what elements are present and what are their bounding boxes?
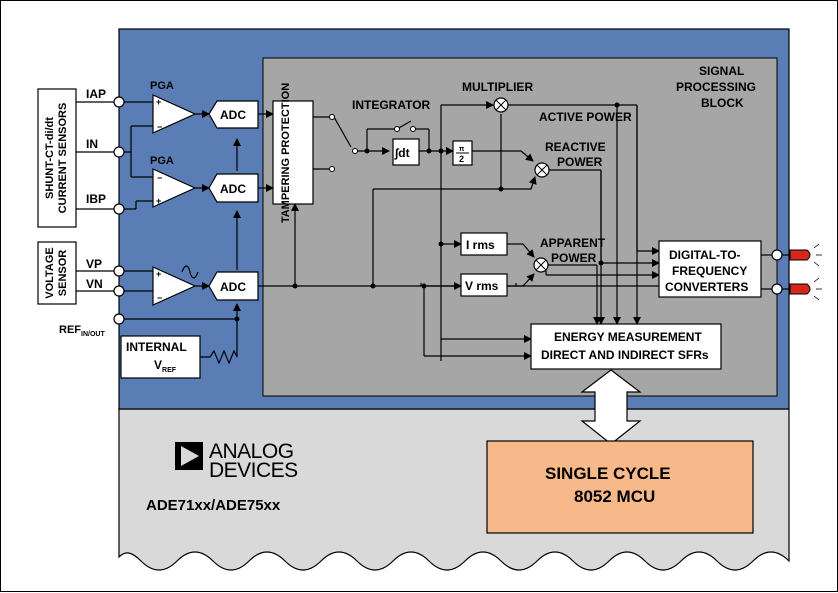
pga-signs: + − − + + −	[156, 97, 162, 303]
energy-measurement-box	[530, 323, 722, 370]
pga-label-2: PGA	[150, 155, 174, 167]
vref-label: VREF	[154, 358, 177, 374]
sine-symbol	[181, 265, 199, 279]
junction-dots	[234, 102, 620, 322]
svg-text:+: +	[156, 196, 161, 206]
spb-label-2: PROCESSING	[676, 80, 756, 94]
svg-text:−: −	[157, 122, 162, 132]
internal-label: INTERNAL	[126, 340, 187, 354]
apparent-power-label-2: POWER	[551, 251, 597, 265]
pin-iap: IAP	[86, 87, 106, 101]
vrms-label: V rms	[465, 279, 499, 293]
mcu-label-1: SINGLE CYCLE	[545, 464, 671, 483]
pin-vn: VN	[86, 277, 103, 291]
pga-label-1: PGA	[150, 80, 174, 92]
dfc-label-3: CONVERTERS	[665, 280, 748, 294]
led-indicators	[789, 243, 822, 301]
logo-triangle-mark	[175, 442, 203, 470]
voltage-sensor-label-2: SENSOR	[57, 250, 69, 297]
dfc-label-2: FREQUENCY	[672, 264, 747, 278]
integrator-symbol: ∫dt	[394, 146, 410, 160]
tampering-protection-box	[272, 100, 314, 205]
reactive-power-label-1: REACTIVE	[545, 140, 606, 154]
pin-vp: VP	[86, 257, 102, 271]
spb-label-1: SIGNAL	[699, 64, 744, 78]
voltage-sensor-label-1: VOLTAGE	[44, 247, 56, 299]
svg-text:−: −	[157, 293, 162, 303]
output-pins	[771, 249, 783, 295]
current-sensor-box	[37, 88, 77, 228]
pin-ref: REFIN/OUT	[59, 324, 105, 338]
voltage-sensor-box	[37, 241, 77, 305]
multiplier-crosses	[495, 99, 548, 271]
sensor-wires	[76, 101, 114, 292]
dfc-label-1: DIGITAL-TO-	[669, 248, 741, 262]
integrator-label: INTEGRATOR	[352, 98, 431, 112]
mcu-label-2: 8052 MCU	[574, 487, 655, 506]
adc-label-2: ADC	[220, 182, 246, 196]
current-sensor-label-1: SHUNT-CT-di/dt	[44, 117, 56, 199]
reactive-power-label-2: POWER	[557, 155, 603, 169]
multiplier-label: MULTIPLIER	[462, 80, 533, 94]
apparent-power-label-1: APPARENT	[540, 236, 606, 250]
spb-label-3: BLOCK	[701, 96, 744, 110]
irms-box	[460, 232, 508, 256]
tampering-label: TAMPERING PROTECTION	[280, 83, 292, 223]
vrms-box	[460, 273, 508, 297]
pin-in: IN	[86, 137, 98, 151]
part-number: ADE71xx/ADE75xx	[146, 497, 281, 514]
svg-text:+: +	[156, 97, 161, 107]
dsp-wires	[313, 101, 660, 361]
mcu-box	[486, 440, 754, 534]
pin-ibp: IBP	[86, 192, 106, 206]
current-sensor-label-2: CURRENT SENSORS	[57, 103, 69, 214]
svg-text:+: +	[156, 269, 161, 279]
energy-label-2: DIRECT AND INDIRECT SFRs	[541, 348, 709, 362]
adc-label-3: ADC	[220, 280, 246, 294]
pi-denominator: 2	[459, 154, 464, 164]
output-wires	[761, 254, 790, 290]
integrator-box	[392, 138, 420, 166]
svg-text:−: −	[157, 173, 162, 183]
adc-label-1: ADC	[220, 108, 246, 122]
pi-symbol: π	[459, 146, 465, 153]
pga-amplifiers	[152, 94, 197, 306]
energy-label-1: ENERGY MEASUREMENT	[554, 330, 702, 344]
switch-dots	[329, 114, 416, 172]
internal-vref-box	[120, 335, 201, 379]
adc-shapes	[208, 100, 259, 301]
logo-line-1: ANALOG	[209, 440, 294, 463]
logo-line-2: DEVICES	[209, 459, 298, 482]
dfc-box	[658, 240, 762, 298]
active-power-label: ACTIVE POWER	[539, 110, 632, 124]
irms-label: I rms	[466, 238, 495, 252]
